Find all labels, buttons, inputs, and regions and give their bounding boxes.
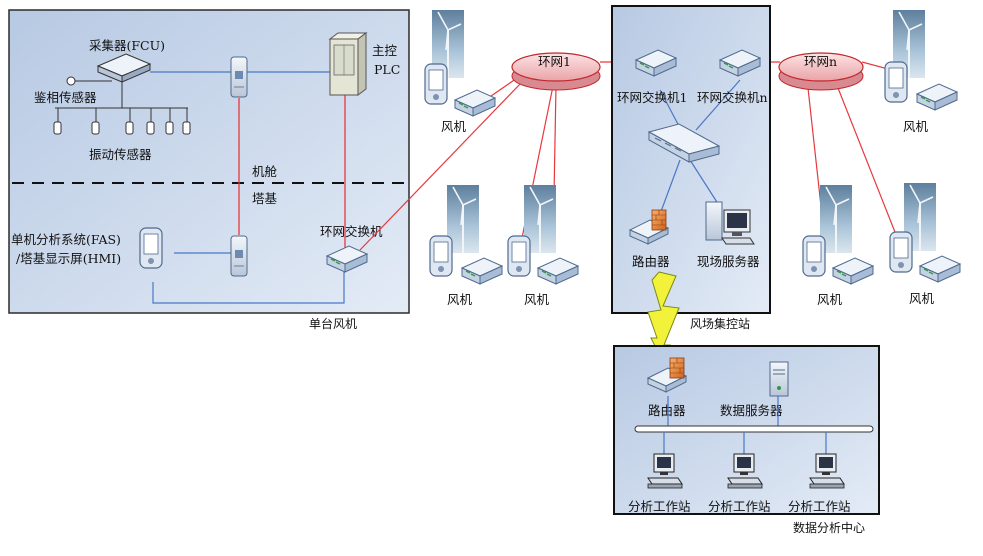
- center-router-label: 路由器: [648, 403, 686, 418]
- data-server-icon: [769, 361, 789, 397]
- station-router-label: 路由器: [632, 254, 670, 269]
- workstation-3-label: 分析工作站: [788, 499, 851, 514]
- turbine-group-5: [802, 184, 874, 285]
- ring-1-network-icon: [511, 52, 601, 91]
- ring-1-label: 环网1: [538, 54, 571, 69]
- ring-switch-label: 环网交换机: [320, 224, 383, 239]
- ring-n-label: 环网n: [804, 54, 837, 69]
- workstation-2-label: 分析工作站: [708, 499, 771, 514]
- turbine-group-6: [889, 182, 961, 283]
- workstation-1-label: 分析工作站: [628, 499, 691, 514]
- nacelle-label: 机舱: [252, 164, 278, 179]
- single-turbine-caption: 单台风机: [309, 316, 357, 331]
- tower-io-unit-icon: [230, 235, 248, 277]
- fas-label-line2: /塔基显示屏(HMI): [16, 251, 121, 266]
- turbine-group-4: [884, 9, 958, 111]
- turbine-6-label: 风机: [909, 291, 935, 306]
- fas-hmi-device-icon: [139, 227, 163, 269]
- phase-sensor-icon: [66, 76, 112, 86]
- ring-switch-1-label: 环网交换机1: [617, 90, 687, 105]
- vibration-sensor-bus: [53, 80, 191, 135]
- vibration-sensor-label: 振动传感器: [89, 147, 152, 162]
- main-plc-label-line2: PLC: [374, 62, 400, 77]
- turbine-3-label: 风机: [524, 292, 550, 307]
- turbine-group-3: [507, 184, 579, 285]
- turbine-group-2: [429, 184, 503, 285]
- lan-bus: [634, 396, 874, 456]
- ring-n-network-icon: [778, 52, 864, 91]
- turbine-5-label: 风机: [817, 292, 843, 307]
- data-server-label: 数据服务器: [720, 403, 783, 418]
- main-plc-cabinet-icon: [328, 32, 368, 96]
- tower-base-label: 塔基: [252, 191, 278, 206]
- fcu-label: 采集器(FCU): [89, 38, 165, 53]
- turbine-group-1: [424, 9, 496, 117]
- fas-label-line1: 单机分析系统(FAS): [11, 232, 121, 247]
- control-station-caption: 风场集控站: [690, 316, 750, 331]
- turbine-internal-links: [150, 71, 346, 304]
- turbine-2-label: 风机: [447, 292, 473, 307]
- main-plc-label-line1: 主控: [372, 43, 398, 58]
- core-switch-icon: [647, 123, 721, 163]
- nacelle-io-unit-icon: [230, 56, 248, 98]
- analysis-center-caption: 数据分析中心: [793, 520, 865, 535]
- turbine-1-label: 风机: [441, 119, 467, 134]
- ring-switch-n-label: 环网交换机n: [697, 90, 768, 105]
- fcu-device-icon: [96, 53, 152, 83]
- turbine-4-label: 风机: [903, 119, 929, 134]
- field-server-icon: [705, 201, 755, 245]
- phase-sensor-label: 鉴相传感器: [34, 90, 97, 105]
- field-server-label: 现场服务器: [697, 254, 760, 269]
